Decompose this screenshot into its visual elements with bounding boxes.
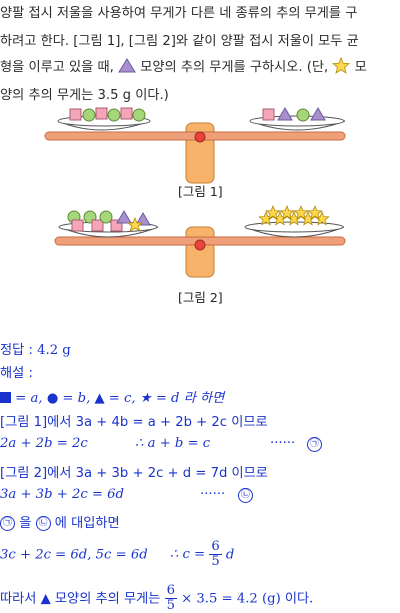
eq-7-pre: 따라서 ▲ 모양의 추의 무게는 xyxy=(0,591,161,607)
weight-square xyxy=(69,108,82,121)
weight-square xyxy=(262,108,275,121)
weight-square xyxy=(71,219,84,232)
fraction-numerator: 6 xyxy=(209,539,222,555)
weight-triangle xyxy=(135,212,151,226)
weight-triangle xyxy=(116,210,132,224)
eq-5-mid: 을 xyxy=(19,516,32,531)
fraction-denominator: 5 xyxy=(166,597,175,613)
problem-line-3-start: 형을 이루고 있을 때, xyxy=(0,60,114,75)
legend-text: = a, ● = b, ▲ = c, ★ = d 라 하면 xyxy=(15,391,225,406)
square-icon xyxy=(0,392,11,403)
pivot-dot xyxy=(194,131,206,143)
marker-2-ref: ㉡ xyxy=(35,515,51,531)
solution-row-7: 따라서 ▲ 모양의 추의 무게는 6 5 × 3.5 = 4.2 (g) 이다. xyxy=(0,584,313,613)
eq-4a: 3a + 3b + 2c = 6d xyxy=(0,487,124,502)
weight-star xyxy=(265,205,281,220)
eq-5-end: 에 대입하면 xyxy=(54,516,120,531)
weight-star xyxy=(307,205,323,220)
fraction-denominator: 5 xyxy=(211,553,220,569)
star-icon xyxy=(332,56,351,74)
answer-line: 정답 : 4.2 g xyxy=(0,339,71,358)
weight-star xyxy=(126,216,144,232)
solution-row-3: [그림 2]에서 3a + 3b + 2c + d = 7d 이므로 xyxy=(0,466,268,481)
weight-square xyxy=(91,219,104,232)
weight-circle xyxy=(296,108,310,122)
answer-value: 4.2 g xyxy=(37,343,71,358)
explain-label: 해설 : xyxy=(0,366,33,381)
marker-2: ㉡ xyxy=(238,488,253,503)
problem-line-3-end: 모 xyxy=(354,60,367,75)
weight-circle xyxy=(82,108,96,122)
eq-2a: 2a + 2b = 2c xyxy=(0,436,88,451)
weight-square xyxy=(120,107,133,120)
balance-figure-1 xyxy=(44,107,346,184)
fraction-numerator: 6 xyxy=(164,583,177,599)
weight-circle xyxy=(99,210,113,224)
eq-6a: 3c + 2c = 6d, 5c = 6d xyxy=(0,547,148,563)
eq-2-dots: ······ xyxy=(270,436,296,451)
star-weights-right xyxy=(258,205,330,226)
solution-row-5: ㉠ 을 ㉡ 에 대입하면 xyxy=(0,512,120,531)
solution-row-1: [그림 1]에서 3a + 4b = a + 2b + 2c 이므로 xyxy=(0,415,268,430)
solution-row-6: 3c + 2c = 6d, 5c = 6d ∴ c = 6 5 d xyxy=(0,540,234,569)
weight-circle xyxy=(132,108,146,122)
fraction-6-5: 6 5 xyxy=(209,539,222,569)
eq-6b: ∴ c = xyxy=(169,547,206,563)
problem-line-3: 형을 이루고 있을 때, 모양의 추의 무게를 구하시오. (단, 모 xyxy=(0,56,367,75)
marker-1-ref: ㉠ xyxy=(0,515,15,531)
eq-2b: ∴ a + b = c xyxy=(135,436,211,451)
problem-line-3-mid: 모양의 추의 무게를 구하시오. (단, xyxy=(140,60,329,75)
weight-star xyxy=(279,205,295,220)
problem-line-4: 양의 추의 무게는 3.5 g 이다.) xyxy=(0,88,169,103)
weight-square xyxy=(95,107,108,120)
solution-row-2: 2a + 2b = 2c ∴ a + b = c ······ ㉠ xyxy=(0,436,322,452)
pivot-dot xyxy=(194,239,206,251)
eq-4-dots: ······ xyxy=(200,487,226,502)
balance-figure-2 xyxy=(54,205,346,278)
fraction-6-5-final: 6 5 xyxy=(164,583,177,613)
figure-2-caption: [그림 2] xyxy=(178,290,223,305)
answer-label: 정답 : xyxy=(0,343,33,358)
weight-triangle xyxy=(277,107,293,121)
eq-7-end: × 3.5 = 4.2 (g) 이다. xyxy=(181,591,314,607)
solution-row-4: 3a + 3b + 2c = 6d ······ ㉡ xyxy=(0,487,253,503)
problem-line-2: 하려고 한다. [그림 1], [그림 2]와 같이 양팔 접시 저울이 모두 … xyxy=(0,34,359,49)
marker-1: ㉠ xyxy=(307,437,322,452)
weight-circle xyxy=(107,108,121,122)
weight-square xyxy=(110,219,123,232)
legend-line: = a, ● = b, ▲ = c, ★ = d 라 하면 xyxy=(0,387,224,406)
problem-line-1: 양팔 접시 저울을 사용하여 무게가 다른 네 종류의 추의 무게를 구 xyxy=(0,6,358,21)
triangle-icon xyxy=(118,58,136,73)
weight-triangle xyxy=(310,107,326,121)
figure-1-caption: [그림 1] xyxy=(178,184,223,199)
eq-6-end: d xyxy=(225,547,235,563)
scale-post xyxy=(185,226,215,278)
weight-star xyxy=(293,205,309,220)
